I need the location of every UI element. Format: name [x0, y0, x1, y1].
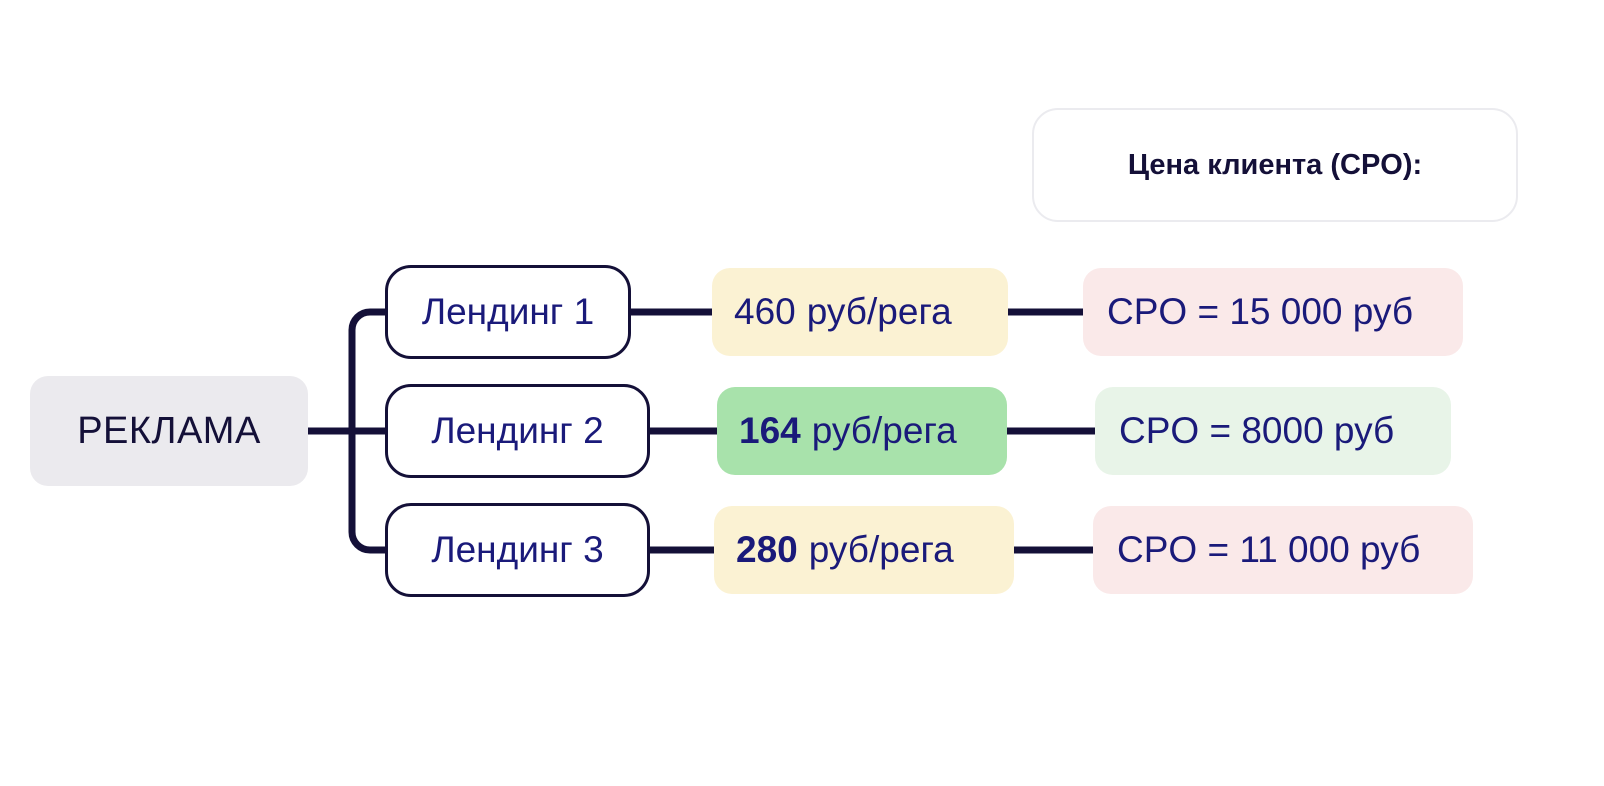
- cpo-legend-box: Цена клиента (CPO):: [1032, 108, 1518, 222]
- cost-per-reg-2[interactable]: 164 руб/рега: [717, 387, 1007, 475]
- cpo-legend-title: Цена клиента (CPO):: [1127, 148, 1423, 181]
- cpo-result-3[interactable]: CPO = 11 000 руб: [1093, 506, 1473, 594]
- cpo-result-2[interactable]: CPO = 8000 руб: [1095, 387, 1451, 475]
- connector-bracket: [348, 308, 385, 554]
- source-node-label: РЕКЛАМА: [77, 409, 261, 452]
- cost-per-reg-1-unit: руб/рега: [806, 291, 952, 332]
- landing-node-2[interactable]: Лендинг 2: [385, 384, 650, 478]
- cost-per-reg-2-unit: руб/рега: [811, 410, 957, 451]
- cost-per-reg-3[interactable]: 280 руб/рега: [714, 506, 1014, 594]
- landing-node-1-label: Лендинг 1: [421, 291, 595, 332]
- cpo-result-1-label: CPO = 15 000 руб: [1107, 291, 1414, 332]
- cost-per-reg-1[interactable]: 460 руб/рега: [712, 268, 1008, 356]
- landing-node-2-label: Лендинг 2: [431, 410, 604, 451]
- cost-per-reg-3-value: 280: [736, 529, 798, 570]
- cost-per-reg-1-value: 460: [734, 291, 796, 332]
- cost-per-reg-3-unit: руб/рега: [808, 529, 954, 570]
- source-node-advertising[interactable]: РЕКЛАМА: [30, 376, 308, 486]
- cpo-result-2-label: CPO = 8000 руб: [1119, 410, 1395, 451]
- landing-node-3[interactable]: Лендинг 3: [385, 503, 650, 597]
- landing-node-3-label: Лендинг 3: [431, 529, 604, 570]
- cpo-result-3-label: CPO = 11 000 руб: [1117, 529, 1421, 570]
- cost-per-reg-2-value: 164: [739, 410, 801, 451]
- cpo-result-1[interactable]: CPO = 15 000 руб: [1083, 268, 1463, 356]
- landing-node-1[interactable]: Лендинг 1: [385, 265, 631, 359]
